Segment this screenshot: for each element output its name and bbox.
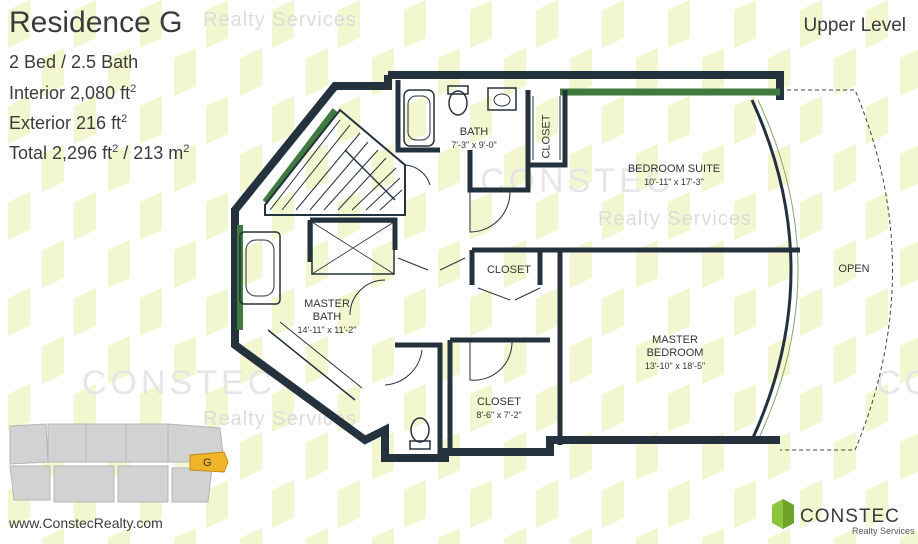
brand-name: CONSTEC — [800, 506, 900, 527]
watermark-realty-center: Realty Services — [598, 208, 752, 230]
room-label-closet-mid: CLOSET — [486, 264, 531, 276]
watermark-realty-left: Realty Services — [203, 408, 357, 430]
keyplan-marker-label: G — [203, 457, 212, 469]
room-label-open: OPEN — [838, 263, 870, 275]
sink-upper — [487, 87, 517, 111]
open-balcony-outline — [780, 89, 893, 451]
watermark-realty-top: Realty Services — [203, 9, 357, 31]
constec-logo-icon — [772, 499, 794, 529]
watermark-constec-right: CONSTEC — [876, 364, 918, 402]
page-title: Residence G — [9, 6, 183, 39]
website-link[interactable]: www.ConstecRealty.com — [9, 515, 163, 531]
brand-subtitle: Realty Services — [852, 526, 915, 536]
master-tub — [239, 231, 281, 305]
toilet-upper — [448, 90, 468, 116]
toilet-lower — [410, 417, 430, 443]
spec-exterior: Exterior 216 ft2 — [9, 113, 128, 133]
spec-beds-baths: 2 Bed / 2.5 Bath — [9, 52, 139, 72]
shower — [311, 221, 395, 275]
watermark-constec-left: CONSTEC — [82, 364, 277, 402]
curved-window-wall — [750, 99, 793, 441]
room-label-closet-small: CLOSET — [540, 114, 553, 159]
spec-interior: Interior 2,080 ft2 — [9, 83, 137, 103]
keyplan-marker-g — [189, 451, 229, 473]
key-plan — [9, 423, 229, 503]
watermark-constec-center: CONSTEC — [480, 162, 675, 200]
vanity — [267, 329, 356, 401]
level-label: Upper Level — [803, 15, 906, 36]
bathtub — [403, 89, 435, 147]
spec-total: Total 2,296 ft2 / 213 m2 — [9, 143, 190, 163]
staircase — [264, 108, 406, 216]
outer-wall — [231, 75, 780, 462]
